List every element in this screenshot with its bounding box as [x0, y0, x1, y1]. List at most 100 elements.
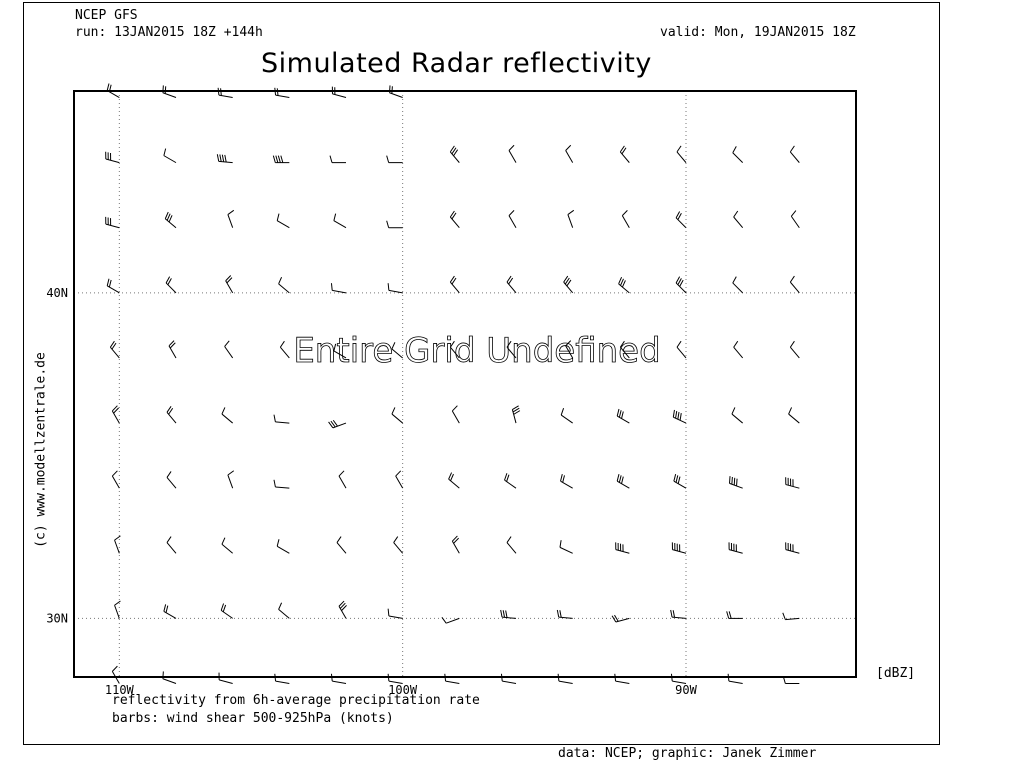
wind-barb [506, 275, 517, 294]
barb-feather [677, 476, 681, 484]
wind-barb [217, 87, 233, 99]
barb-shaft [163, 155, 177, 164]
model-label: NCEP GFS [75, 8, 138, 23]
barb-feather [277, 155, 281, 163]
barb-shaft [219, 679, 233, 684]
barb-shaft [166, 477, 177, 489]
barb-feather [782, 612, 786, 620]
wind-barb [274, 673, 290, 685]
x-tick-label: 110W [105, 683, 135, 697]
barb-feather [273, 479, 276, 488]
barb-shaft [338, 475, 347, 489]
wind-barb [615, 542, 630, 554]
barb-feather [731, 407, 736, 415]
barb-feather [621, 210, 628, 216]
barb-shaft [114, 539, 120, 554]
plot-border [73, 90, 857, 678]
barb-feather [453, 149, 459, 157]
wind-barb [114, 600, 121, 619]
wind-barb [111, 405, 120, 424]
barb-feather [789, 145, 795, 153]
barb-feather [391, 407, 396, 415]
wind-barb [224, 340, 234, 359]
barb-shaft [451, 410, 460, 424]
barb-feather [163, 604, 167, 612]
wind-barb [111, 470, 120, 489]
barb-feather [330, 420, 336, 428]
barb-feather [329, 155, 333, 163]
wind-barb [565, 340, 574, 359]
barb-feather [790, 210, 797, 217]
barb-feather [506, 275, 512, 283]
valid-label: valid: Mon, 19JAN2015 18Z [660, 25, 856, 40]
barb-feather [165, 276, 171, 284]
barb-feather [451, 147, 457, 155]
barb-feather [449, 340, 455, 348]
barb-shaft [565, 345, 574, 359]
barb-shaft [388, 615, 403, 619]
barb-shaft [275, 680, 290, 685]
barb-feather [341, 605, 347, 611]
barb-shaft [388, 680, 403, 685]
barb-feather [168, 407, 174, 415]
barb-feather [280, 155, 284, 163]
wind-barb [672, 409, 687, 424]
wind-barb [330, 283, 347, 294]
barb-shaft [446, 617, 460, 624]
barb-shaft [732, 152, 744, 163]
barb-shaft [227, 214, 234, 228]
wind-barb [386, 155, 403, 164]
barb-feather [449, 210, 455, 218]
barb-feather [788, 407, 793, 415]
barb-feather [111, 405, 118, 412]
overlay-message: Entire Grid Undefined [293, 331, 660, 371]
barb-feather [618, 276, 623, 285]
barb-feather [332, 419, 338, 427]
barb-shaft [278, 283, 290, 294]
x-tick-label: 100W [388, 683, 418, 697]
barb-feather [733, 340, 739, 348]
barb-shaft [275, 421, 290, 424]
barb-shaft [224, 346, 234, 359]
barb-feather [506, 474, 510, 482]
barb-feather [222, 604, 227, 612]
wind-barb [449, 145, 460, 163]
barb-feather [276, 539, 280, 547]
wind-barb [619, 145, 630, 163]
barb-feather [728, 611, 732, 619]
barb-feather [451, 212, 457, 220]
barb-feather [276, 213, 280, 221]
barb-feather [168, 340, 175, 347]
barb-shaft [733, 216, 744, 229]
wind-barb [614, 673, 630, 685]
barb-feather [386, 155, 390, 163]
barb-feather [505, 610, 508, 618]
wind-barb [111, 665, 120, 684]
barb-feather [273, 414, 276, 422]
barb-feather [395, 470, 402, 477]
barb-feather [500, 609, 503, 618]
y-tick-label: 30N [46, 611, 68, 625]
barb-shaft [733, 346, 744, 359]
wind-barb [670, 609, 687, 619]
barb-shaft [676, 151, 687, 163]
wind-barb [391, 407, 403, 424]
wind-barb [785, 542, 800, 554]
wind-barb [500, 609, 517, 619]
wind-barb [511, 405, 521, 424]
barb-shaft [567, 214, 574, 228]
unit-label: [dBZ] [876, 666, 916, 681]
barb-feather [225, 275, 232, 282]
barb-feather [512, 407, 520, 413]
barb-feather [166, 536, 172, 543]
barb-shaft [393, 542, 404, 554]
barb-feather [111, 665, 118, 672]
wind-barb [330, 673, 347, 685]
barb-shaft [506, 542, 517, 554]
barb-feather [164, 211, 169, 219]
wind-barb [109, 340, 120, 359]
barb-shaft [279, 346, 290, 359]
wind-barb [733, 340, 744, 359]
wind-barb [166, 536, 177, 554]
wind-barb [790, 210, 800, 229]
